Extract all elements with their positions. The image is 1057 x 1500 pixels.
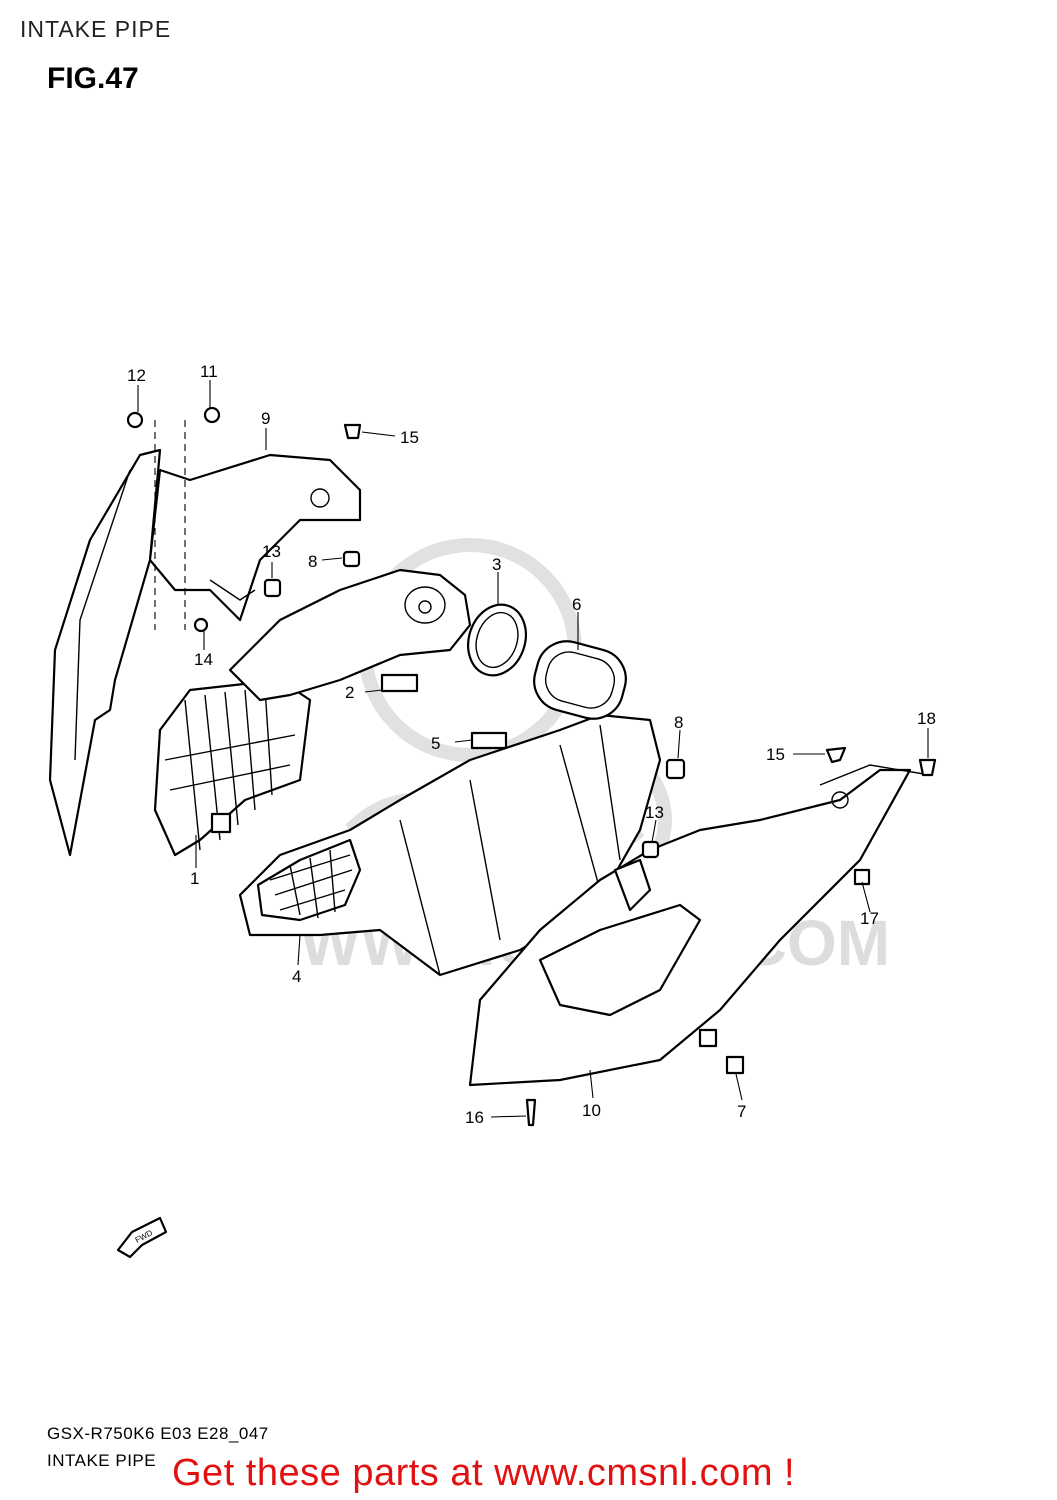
- callout-13: 13: [262, 542, 281, 561]
- callout-4: 4: [292, 967, 301, 986]
- part-6-gasket: [533, 640, 627, 720]
- callout-6: 6: [572, 595, 581, 614]
- callout-7: 7: [737, 1102, 746, 1121]
- forward-direction-arrow: FWD: [116, 1216, 168, 1259]
- part-1-intake-duct-left: [153, 678, 312, 857]
- callout-13-right: 13: [645, 803, 664, 822]
- page-title: INTAKE PIPE: [20, 16, 172, 42]
- figure-label: FIG.47: [47, 62, 139, 95]
- part-10-intake-cover-right: [468, 764, 931, 1087]
- callout-11: 11: [200, 362, 218, 381]
- part-4-intake-pipe: [238, 713, 662, 977]
- promo-link[interactable]: Get these parts at www.cmsnl.com !: [172, 1452, 796, 1494]
- callout-9: 9: [261, 409, 270, 428]
- fasteners: [126, 406, 937, 1127]
- callout-12: 12: [127, 366, 146, 385]
- leader-lines: [137, 380, 929, 1118]
- callout-1: 1: [190, 869, 199, 888]
- model-code: GSX-R750K6 E03 E28_047: [47, 1424, 269, 1443]
- callout-17: 17: [860, 909, 879, 928]
- callout-16: 16: [465, 1108, 484, 1127]
- upper-duct: [228, 568, 472, 702]
- callout-8-right: 8: [674, 713, 683, 732]
- callout-18: 18: [917, 709, 936, 728]
- callout-labels: 12 11 9 15 13 8 3 6 14 2 5 8 18 15 13 1 …: [127, 362, 936, 1127]
- callout-15-right: 15: [766, 745, 785, 764]
- callout-8: 8: [308, 552, 317, 571]
- footer-title: INTAKE PIPE: [47, 1451, 157, 1470]
- callout-3: 3: [492, 555, 501, 574]
- part-9-intake-cover-left: [48, 420, 362, 857]
- part-3-seal-ring: [467, 603, 527, 677]
- callout-5: 5: [431, 734, 440, 753]
- callout-14: 14: [194, 650, 213, 669]
- callout-2: 2: [345, 683, 354, 702]
- callout-15: 15: [400, 428, 419, 447]
- callout-10: 10: [582, 1101, 601, 1120]
